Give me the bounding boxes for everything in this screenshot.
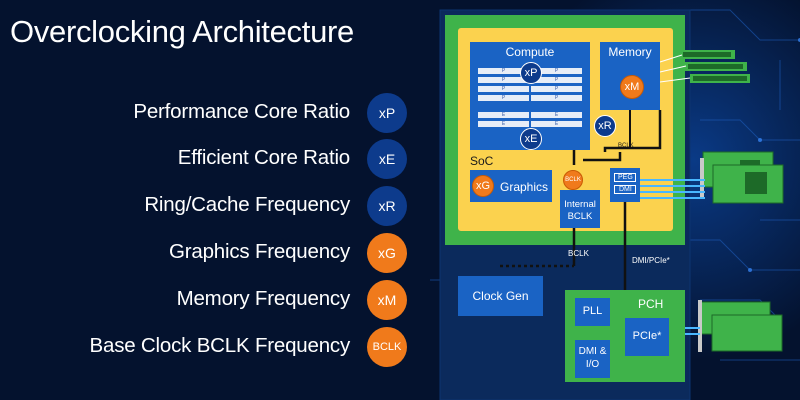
pcie-block	[625, 318, 669, 356]
xr-diagram-badge: xR	[594, 115, 616, 137]
legend-row: Performance Core Ratio xP	[0, 93, 415, 133]
p-core-cell: P	[478, 95, 529, 101]
memory-sticks-graphic	[680, 50, 750, 83]
legend-badge: xR	[367, 186, 407, 226]
legend-badge: BCLK	[367, 327, 407, 367]
legend-label: Ring/Cache Frequency	[144, 193, 350, 216]
pll-block	[575, 298, 610, 326]
legend-row: Base Clock BCLK Frequency BCLK	[0, 327, 415, 367]
internal-bclk-label-1: Internal	[564, 199, 596, 210]
legend-label: Base Clock BCLK Frequency	[89, 334, 351, 357]
legend-badge: xE	[367, 139, 407, 179]
p-core-cell: P	[478, 68, 529, 74]
internal-bclk-label-2: BCLK	[567, 211, 593, 222]
p-core-cell: P	[531, 68, 582, 74]
legend-row: Graphics Frequency xG	[0, 233, 415, 273]
legend-row: Memory Frequency xM	[0, 280, 415, 320]
ring-bclk-label: BCLK	[618, 143, 634, 149]
peg-label-box	[614, 173, 636, 182]
pcie-card-graphic	[698, 300, 783, 352]
xg-diagram-badge: xG	[472, 175, 494, 197]
internal-bclk-block	[560, 190, 600, 228]
xe-diagram-badge: xE	[520, 128, 542, 150]
clock-gen-block	[458, 276, 543, 316]
e-core-cell: E	[531, 112, 582, 118]
xm-diagram-badge: xM	[620, 75, 644, 99]
clock-gen-label: Clock Gen	[472, 289, 529, 303]
p-core-cell: P	[531, 95, 582, 101]
memory-label: Memory	[608, 45, 652, 59]
p-core-cell: P	[478, 77, 529, 83]
bclk-line-label: BCLK	[568, 249, 589, 258]
e-core-cell: E	[478, 112, 529, 118]
dmi-io-label-1: DMI &	[578, 346, 607, 357]
dmi-pcie-line-label: DMI/PCIe*	[632, 256, 670, 265]
legend-label: Memory Frequency	[176, 287, 351, 310]
p-core-cell: P	[531, 77, 582, 83]
graphics-card-graphic	[700, 151, 784, 204]
dmi-label-box	[614, 185, 636, 194]
legend-label: Performance Core Ratio	[133, 100, 350, 123]
legend-badge: xG	[367, 233, 407, 273]
soc-label: SoC	[470, 154, 494, 168]
e-core-cell: E	[478, 121, 529, 127]
graphics-label: Graphics	[500, 180, 549, 194]
dmi-io-block	[575, 340, 610, 378]
legend-row: Efficient Core Ratio xE	[0, 139, 415, 179]
pll-label: PLL	[582, 305, 603, 317]
legend-label: Graphics Frequency	[169, 240, 350, 263]
pcie-label: PCIe*	[632, 330, 662, 342]
pch-label: PCH	[638, 297, 664, 311]
peg-label: PEG	[618, 174, 633, 181]
dmi-label: DMI	[619, 186, 632, 193]
p-core-cell: P	[478, 86, 529, 92]
legend-badge: xP	[367, 93, 407, 133]
legend-row: Ring/Cache Frequency xR	[0, 186, 415, 226]
bclk-diagram-badge: BCLK	[563, 170, 583, 190]
p-core-cell: P	[531, 86, 582, 92]
dmi-io-label-2: I/O	[585, 359, 600, 370]
legend-badge: xM	[367, 280, 407, 320]
e-core-cell: E	[531, 121, 582, 127]
compute-label: Compute	[505, 45, 555, 59]
xp-diagram-badge: xP	[520, 62, 542, 84]
legend-label: Efficient Core Ratio	[177, 146, 350, 169]
page-title: Overclocking Architecture	[10, 14, 354, 49]
